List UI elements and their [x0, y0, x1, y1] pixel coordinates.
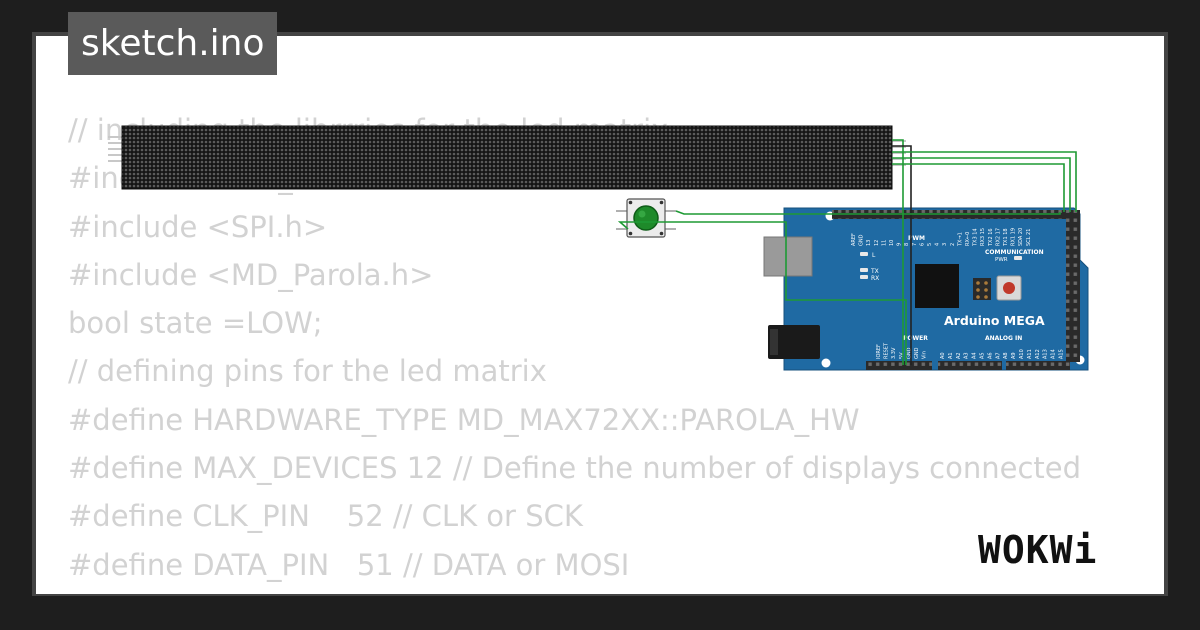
pin-label: TX1 18 [1003, 228, 1009, 247]
led-pwr-label: PWR [995, 257, 1008, 263]
pin-label: RX3 15 [980, 228, 986, 246]
pin-label: SCL 21 [1026, 229, 1032, 246]
led-l-label: L [872, 252, 876, 259]
pin-label: 9 [897, 243, 903, 246]
pin-label: 7 [912, 243, 918, 246]
code-line: bool state =LOW; [68, 306, 323, 341]
pin-label: 2 [950, 243, 956, 246]
pin-label: A1 [948, 352, 954, 359]
usb-port [763, 236, 813, 277]
arduino-mega-board[interactable]: Arduino MEGA PWM COMMUNICATION POWER ANA… [763, 207, 1089, 371]
pin-label: A2 [956, 352, 962, 359]
pin-label: GND [914, 347, 920, 359]
pin-label: 5V [899, 352, 905, 359]
pin-label: A6 [987, 352, 993, 359]
reset-button[interactable] [996, 275, 1022, 301]
wire-matrix-din [892, 151, 1077, 212]
microcontroller-chip [915, 264, 959, 308]
led-pwr-indicator [1014, 256, 1022, 260]
code-line: #define DATA_PIN 51 // DATA or MOSI [68, 547, 630, 582]
pin-label: A4 [972, 352, 978, 359]
pin-label: 5 [927, 243, 933, 246]
pin-label: TX2 16 [988, 228, 994, 247]
pin-label: A15 [1059, 349, 1065, 359]
led-tx-indicator [860, 268, 868, 272]
wire-matrix-cs [892, 157, 1071, 212]
pin-label: A0 [940, 352, 946, 359]
power-label: POWER [903, 335, 928, 342]
pin-label: A7 [995, 352, 1001, 359]
pin-label: A10 [1019, 349, 1025, 359]
pin-label: A12 [1035, 349, 1041, 359]
pin-label: A9 [1011, 352, 1017, 359]
code-listing: // including the librrries for the led m… [68, 106, 1081, 594]
pin-label: 8 [904, 243, 910, 246]
pin-label: GND [906, 347, 912, 359]
pin-label: A11 [1027, 349, 1033, 359]
pin-label: TX3 14 [973, 228, 979, 247]
led-tx-label: TX [870, 268, 879, 275]
power-header [866, 361, 932, 370]
code-line: #define CLK_PIN 52 // CLK or SCK [68, 499, 583, 534]
pin-label: GND [859, 234, 865, 246]
led-rx-label: RX [871, 275, 879, 282]
pin-label: RESET [884, 342, 890, 359]
board-name: Arduino MEGA [944, 313, 1045, 328]
pin-label: 13 [866, 240, 872, 246]
wire-button-gnd [617, 221, 907, 365]
icsp-header [973, 278, 991, 300]
wires [617, 139, 1077, 365]
wokwi-logo[interactable]: WOKWi [978, 528, 1098, 572]
pin-label: A14 [1051, 349, 1057, 359]
pin-label: 3.3V [891, 347, 897, 359]
pin-label: 10 [889, 240, 895, 246]
power-jack [768, 325, 820, 359]
pin-label: 4 [935, 243, 941, 246]
push-button[interactable] [616, 198, 676, 238]
analog-header-a [938, 361, 1002, 370]
code-line: #include <SPI.h> [68, 209, 328, 244]
communication-label: COMMUNICATION [985, 249, 1044, 256]
wire-matrix-clk [892, 163, 1065, 212]
digital-header-right [1066, 210, 1080, 362]
wire-matrix-gnd [892, 145, 912, 365]
pin-label: TX→1 [957, 232, 963, 247]
file-title-badge[interactable]: sketch.ino [68, 12, 278, 75]
pin-label: 3 [942, 243, 948, 246]
pin-label: SDA 20 [1018, 228, 1024, 246]
code-line: #include <MD_Parola.h> [68, 257, 434, 292]
wire-matrix-vcc [892, 139, 904, 365]
analog-in-label: ANALOG IN [985, 335, 1022, 342]
pin-label: RX←0 [965, 232, 971, 246]
led-rx-indicator [860, 275, 868, 279]
pin-label: RX2 17 [995, 228, 1001, 246]
led-l-indicator [860, 252, 868, 256]
wire-button-pin [675, 210, 1061, 215]
pwm-label: PWM [908, 235, 925, 242]
led-matrix[interactable] [108, 125, 906, 190]
pin-label: A3 [964, 352, 970, 359]
pin-label: A8 [1003, 352, 1009, 359]
pin-label: A5 [980, 352, 986, 359]
code-line: #define MAX_DEVICES 12 // Define the num… [68, 451, 1082, 486]
code-line: #define HARDWARE_TYPE MD_MAX72XX::PAROLA… [68, 402, 860, 437]
analog-header-b [1006, 361, 1070, 370]
code-line: // defining pins for the led matrix [68, 354, 547, 389]
pin-label: RX1 19 [1011, 228, 1017, 246]
pin-label: 6 [919, 243, 925, 246]
pin-label: 11 [881, 240, 887, 246]
pin-label: IOREF [876, 344, 882, 359]
pin-label: A13 [1043, 349, 1049, 359]
pin-label: AREF [851, 233, 857, 246]
pin-label: Vin [922, 351, 928, 359]
pin-label: 12 [874, 240, 880, 246]
